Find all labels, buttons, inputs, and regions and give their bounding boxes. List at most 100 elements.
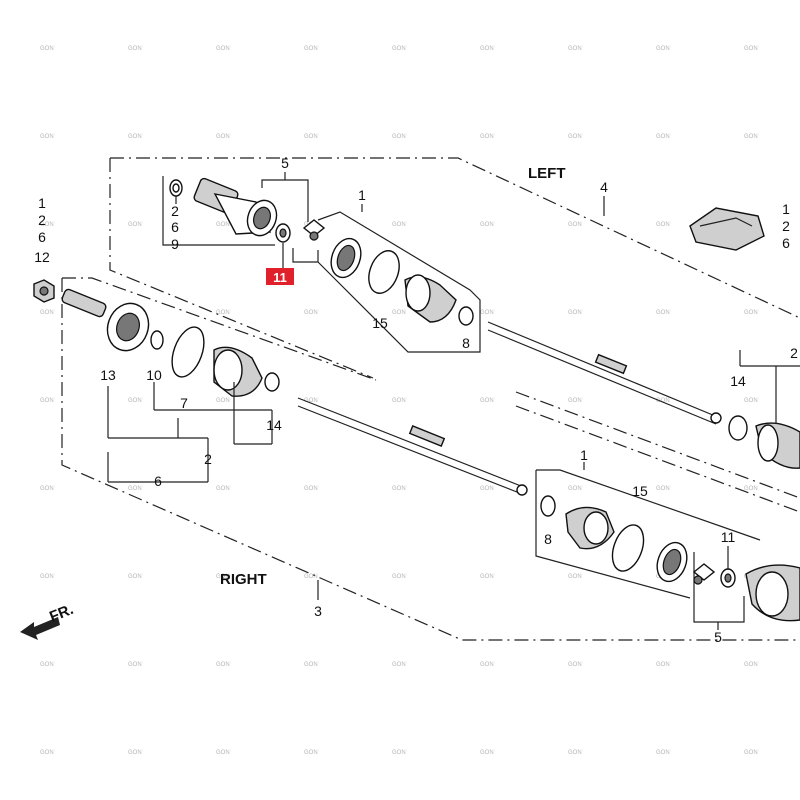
watermark-text: GON bbox=[216, 46, 230, 52]
upper-right-joint bbox=[728, 415, 800, 469]
watermark-grid: GON GON GON GON GON GON GON GON GON GON GON GON GON G… bbox=[40, 46, 758, 756]
watermark-text: GON bbox=[656, 310, 670, 316]
watermark-text: GON bbox=[744, 486, 758, 492]
watermark-text: GON bbox=[128, 398, 142, 404]
callout-13-right-axle: 13 bbox=[100, 367, 116, 383]
callout-5-left-joint: 5 bbox=[281, 155, 289, 171]
watermark-text: GON bbox=[304, 46, 318, 52]
watermark-text: GON bbox=[568, 46, 582, 52]
callout-11-highlighted-text: 11 bbox=[273, 270, 287, 285]
watermark-text: GON bbox=[392, 486, 406, 492]
callout-9-left-inner: 9 bbox=[171, 236, 179, 252]
right-stub-shaft bbox=[61, 288, 164, 352]
callout-6-top-left: 6 bbox=[38, 229, 46, 245]
watermark-text: GON bbox=[568, 310, 582, 316]
watermark-text: GON bbox=[40, 398, 54, 404]
watermark-text: GON bbox=[216, 134, 230, 140]
watermark-text: GON bbox=[128, 134, 142, 140]
watermark-text: GON bbox=[216, 398, 230, 404]
watermark-text: GON bbox=[304, 134, 318, 140]
watermark-text: GON bbox=[656, 662, 670, 668]
callout-15-lower-band: 15 bbox=[632, 483, 648, 499]
right-assembly-frame bbox=[61, 277, 800, 641]
watermark-text: GON bbox=[40, 662, 54, 668]
callout-2-top-left: 2 bbox=[38, 212, 46, 228]
watermark-text: GON bbox=[480, 750, 494, 756]
watermark-text: GON bbox=[568, 222, 582, 228]
watermark-text: GON bbox=[744, 134, 758, 140]
leader-lines bbox=[107, 196, 800, 600]
callout-2-left-inner: 2 bbox=[171, 203, 179, 219]
left-inner-cv-joint bbox=[169, 177, 326, 243]
callout-2-right-group: 2 bbox=[204, 451, 212, 467]
watermark-text: GON bbox=[656, 486, 670, 492]
watermark-text: GON bbox=[392, 134, 406, 140]
watermark-text: GON bbox=[744, 662, 758, 668]
highlighted-callout-11[interactable]: 11 bbox=[266, 268, 294, 285]
callout-8-left-band: 8 bbox=[462, 335, 470, 351]
watermark-text: GON bbox=[304, 750, 318, 756]
left-boot-parts bbox=[330, 237, 474, 326]
watermark-text: GON bbox=[480, 574, 494, 580]
callout-6-right-group: 6 bbox=[154, 473, 162, 489]
callout-1-left-boot: 1 bbox=[358, 187, 366, 203]
callout-1-top-right: 1 bbox=[782, 201, 790, 217]
watermark-text: GON bbox=[304, 662, 318, 668]
right-axle-shaft bbox=[297, 397, 528, 496]
watermark-text: GON bbox=[568, 398, 582, 404]
watermark-text: GON bbox=[392, 574, 406, 580]
callout-5-lower-joint: 5 bbox=[714, 629, 722, 645]
callout-1-top-left: 1 bbox=[38, 195, 46, 211]
watermark-text: GON bbox=[128, 574, 142, 580]
watermark-text: GON bbox=[128, 222, 142, 228]
callout-6-top-right: 6 bbox=[782, 235, 790, 251]
watermark-text: GON bbox=[304, 486, 318, 492]
watermark-text: GON bbox=[656, 134, 670, 140]
left-nut bbox=[33, 279, 55, 303]
callout-2-left-lower: 2 bbox=[790, 345, 798, 361]
callout-4-left-assembly: 4 bbox=[600, 179, 608, 195]
watermark-text: GON bbox=[656, 46, 670, 52]
front-label: FR. bbox=[47, 601, 76, 626]
callout-1-lower-boot: 1 bbox=[580, 447, 588, 463]
watermark-text: GON bbox=[480, 310, 494, 316]
callout-10-right-ring: 10 bbox=[146, 367, 162, 383]
callout-7-right-band: 7 bbox=[180, 395, 188, 411]
watermark-text: GON bbox=[568, 662, 582, 668]
callout-2-top-right: 2 bbox=[782, 218, 790, 234]
watermark-text: GON bbox=[392, 750, 406, 756]
watermark-text: GON bbox=[480, 486, 494, 492]
watermark-text: GON bbox=[568, 750, 582, 756]
callout-11-lower-clip: 11 bbox=[721, 529, 736, 545]
watermark-text: GON bbox=[128, 486, 142, 492]
left-axle-shaft bbox=[487, 321, 722, 425]
watermark-text: GON bbox=[304, 310, 318, 316]
watermark-text: GON bbox=[128, 662, 142, 668]
watermark-text: GON bbox=[480, 134, 494, 140]
watermark-text: GON bbox=[40, 486, 54, 492]
watermark-text: GON bbox=[216, 662, 230, 668]
watermark-text: GON bbox=[40, 310, 54, 316]
right-label: RIGHT bbox=[220, 571, 267, 588]
watermark-text: GON bbox=[304, 574, 318, 580]
watermark-text: GON bbox=[128, 46, 142, 52]
watermark-text: GON bbox=[216, 574, 230, 580]
watermark-text: GON bbox=[216, 222, 230, 228]
watermark-text: GON bbox=[40, 46, 54, 52]
watermark-text: GON bbox=[568, 134, 582, 140]
watermark-text: GON bbox=[128, 750, 142, 756]
watermark-text: GON bbox=[656, 398, 670, 404]
watermark-text: GON bbox=[392, 46, 406, 52]
callout-6-left-inner: 6 bbox=[171, 219, 179, 235]
watermark-text: GON bbox=[480, 662, 494, 668]
watermark-text: GON bbox=[656, 750, 670, 756]
watermark-text: GON bbox=[40, 574, 54, 580]
watermark-text: GON bbox=[480, 46, 494, 52]
watermark-text: GON bbox=[480, 222, 494, 228]
callout-14-right-band: 14 bbox=[266, 417, 282, 433]
watermark-text: GON bbox=[304, 398, 318, 404]
callout-8-lower-band: 8 bbox=[544, 531, 552, 547]
left-boot-bracket bbox=[317, 204, 481, 353]
watermark-text: GON bbox=[392, 222, 406, 228]
